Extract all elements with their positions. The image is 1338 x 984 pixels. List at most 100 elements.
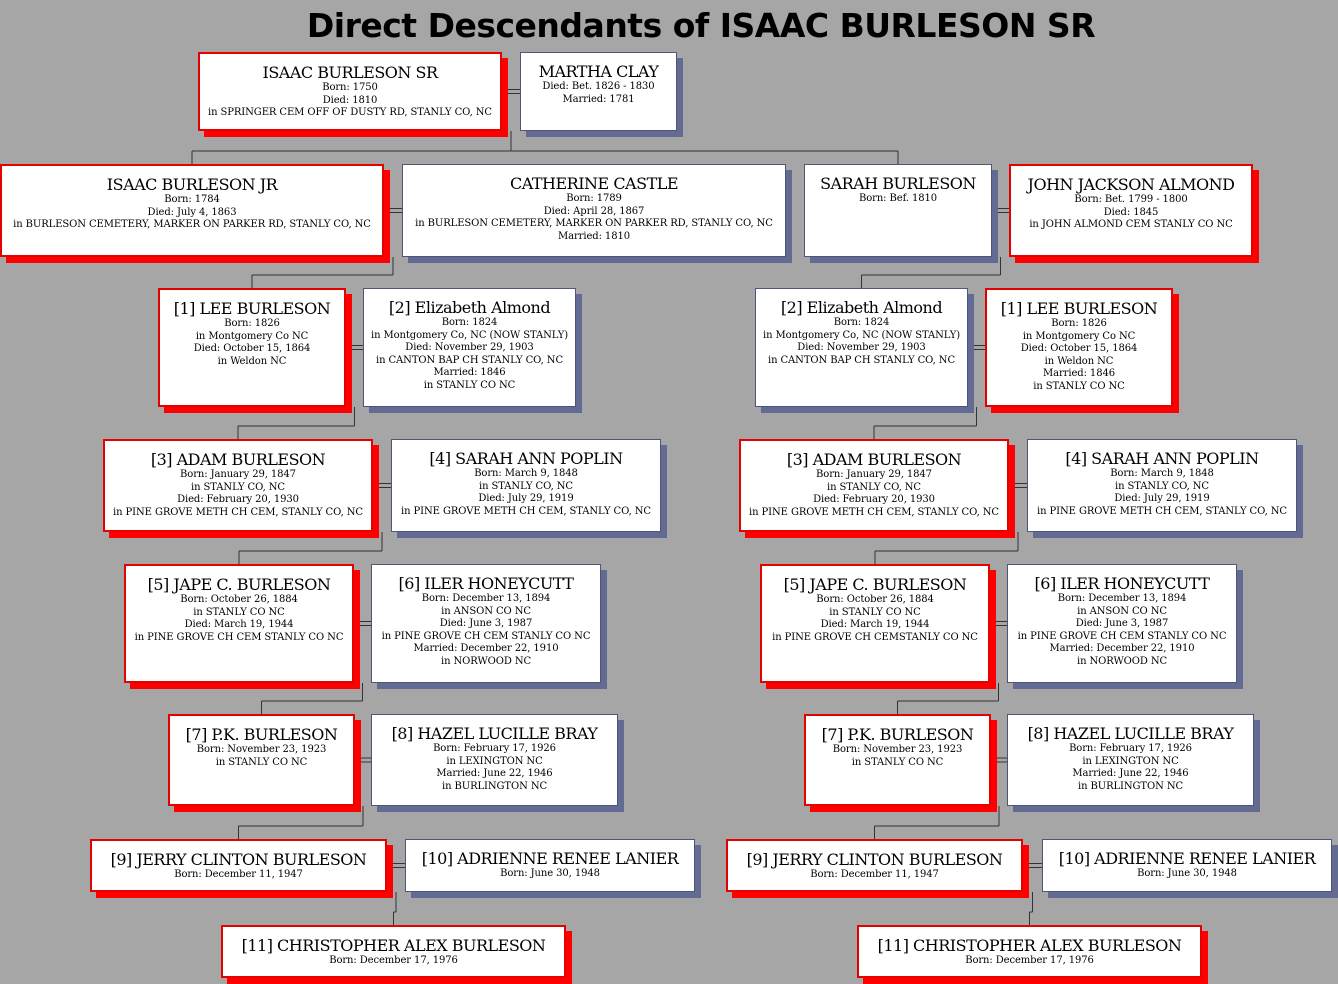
person-name: ISAAC BURLESON SR: [262, 63, 438, 82]
person-detail-line: in Weldon NC: [1044, 355, 1114, 367]
person-detail-line: Born: March 9, 1848: [1110, 468, 1214, 479]
person-name: ISAAC BURLESON JR: [106, 175, 278, 194]
person-detail-line: in STANLY CO NC: [829, 606, 921, 618]
person-detail-line: Died: November 29, 1903: [797, 342, 926, 354]
person-name: [1] LEE BURLESON: [1000, 299, 1158, 318]
person-detail-line: Married: 1810: [558, 230, 630, 242]
person-name: [10] ADRIENNE RENEE LANIER: [421, 849, 679, 868]
person-detail-line: in STANLY CO NC: [851, 756, 944, 768]
person-name: [11] CHRISTOPHER ALEX BURLESON: [241, 936, 546, 955]
person-name: [8] HAZEL LUCILLE BRAY: [391, 724, 598, 743]
person-detail-line: Born: January 29, 1847: [816, 469, 932, 480]
person-detail-line: in ANSON CO NC: [441, 605, 531, 617]
person-detail-line: Died: July 29, 1919: [478, 493, 574, 505]
person-detail-line: Born: 1784: [164, 194, 220, 205]
person-detail-line: Born: December 13, 1894: [1057, 593, 1187, 604]
person-detail-line: in PINE GROVE METH CH CEM, STANLY CO, NC: [113, 506, 363, 518]
person-detail-line: Died: February 20, 1930: [177, 494, 299, 506]
person-detail-line: Died: June 3, 1987: [1075, 618, 1169, 630]
person-detail-line: in PINE GROVE CH CEM STANLY CO NC: [381, 630, 591, 642]
person-detail-line: Born: 1826: [224, 318, 280, 329]
person-name: [9] JERRY CLINTON BURLESON: [110, 850, 367, 869]
person-name: MARTHA CLAY: [538, 62, 659, 81]
person-detail-line: Born: Bet. 1799 - 1800: [1074, 194, 1188, 205]
person-name: [10] ADRIENNE RENEE LANIER: [1058, 849, 1316, 868]
person-detail-line: Died: November 29, 1903: [405, 342, 534, 354]
person-detail-line: Married: 1846: [433, 367, 506, 379]
person-detail-line: in NORWOOD NC: [440, 655, 532, 667]
person-detail-line: Married: 1781: [562, 93, 635, 105]
person-name: [11] CHRISTOPHER ALEX BURLESON: [877, 936, 1182, 955]
person-detail-line: in STANLY CO, NC: [827, 481, 921, 493]
person-detail-line: in STANLY CO NC: [1033, 380, 1125, 392]
person-detail-line: Born: February 17, 1926: [433, 743, 556, 754]
person-detail-line: in PINE GROVE METH CH CEM, STANLY CO, NC: [1037, 505, 1287, 517]
person-name: [2] Elizabeth Almond: [388, 298, 551, 317]
person-name: [3] ADAM BURLESON: [786, 450, 962, 469]
person-name: [3] ADAM BURLESON: [150, 450, 326, 469]
person-detail-line: Married: 1846: [1043, 368, 1115, 380]
person-name: CATHERINE CASTLE: [509, 174, 679, 193]
person-detail-line: in STANLY CO NC: [215, 756, 308, 768]
person-detail-line: Born: November 23, 1923: [832, 744, 963, 755]
person-detail-line: Died: June 3, 1987: [439, 618, 533, 630]
person-detail-line: in NORWOOD NC: [1076, 655, 1168, 667]
person-detail-line: Born: 1824: [833, 317, 890, 328]
person-name: [6] ILER HONEYCUTT: [398, 574, 574, 593]
person-detail-line: Born: January 29, 1847: [180, 469, 296, 480]
person-detail-line: Born: October 26, 1884: [816, 594, 934, 605]
person-detail-line: Born: December 17, 1976: [965, 955, 1094, 966]
chart-title: Direct Descendants of ISAAC BURLESON SR: [306, 6, 1096, 45]
person-detail-line: in PINE GROVE METH CH CEM, STANLY CO, NC: [749, 506, 999, 518]
person-detail-line: in CANTON BAP CH STANLY CO, NC: [767, 354, 955, 366]
person-detail-line: Born: December 11, 1947: [810, 869, 939, 880]
person-detail-line: Died: October 15, 1864: [1020, 343, 1138, 355]
person-detail-line: in Montgomery Co NC: [1022, 330, 1136, 342]
person-detail-line: Born: October 26, 1884: [180, 594, 298, 605]
person-name: [2] Elizabeth Almond: [780, 298, 943, 317]
person-detail-line: in PINE GROVE METH CH CEM, STANLY CO, NC: [401, 505, 651, 517]
person-detail-line: Married: June 22, 1946: [1072, 768, 1189, 780]
person-detail-line: in BURLESON CEMETERY, MARKER ON PARKER R…: [13, 219, 371, 231]
person-detail-line: Born: 1824: [441, 317, 498, 328]
person-detail-line: Married: December 22, 1910: [413, 643, 559, 655]
person-detail-line: Died: April 28, 1867: [543, 205, 645, 217]
person-detail-line: in LEXINGTON NC: [1082, 755, 1179, 767]
person-detail-line: Married: June 22, 1946: [436, 768, 553, 780]
person-detail-line: Born: 1826: [1051, 318, 1107, 329]
person-name: SARAH BURLESON: [820, 174, 976, 193]
person-name: [7] P.K. BURLESON: [185, 725, 338, 744]
person-detail-line: Born: June 30, 1948: [1137, 868, 1237, 879]
person-detail-line: in PINE GROVE CH CEMSTANLY CO NC: [772, 631, 978, 643]
person-detail-line: in STANLY CO, NC: [191, 481, 285, 493]
person-detail-line: Born: November 23, 1923: [196, 744, 327, 755]
person-detail-line: Married: December 22, 1910: [1049, 643, 1195, 655]
person-detail-line: Born: December 17, 1976: [329, 955, 458, 966]
person-detail-line: Died: 1810: [322, 94, 378, 106]
person-name: [1] LEE BURLESON: [173, 299, 331, 318]
person-detail-line: in STANLY CO, NC: [1115, 480, 1209, 492]
person-detail-line: Died: February 20, 1930: [813, 494, 935, 506]
person-detail-line: in STANLY CO, NC: [479, 480, 573, 492]
person-detail-line: Born: Bef. 1810: [858, 193, 938, 204]
person-detail-line: in SPRINGER CEM OFF OF DUSTY RD, STANLY …: [207, 107, 492, 119]
person-name: [8] HAZEL LUCILLE BRAY: [1027, 724, 1234, 743]
person-detail-line: in STANLY CO NC: [423, 379, 516, 391]
